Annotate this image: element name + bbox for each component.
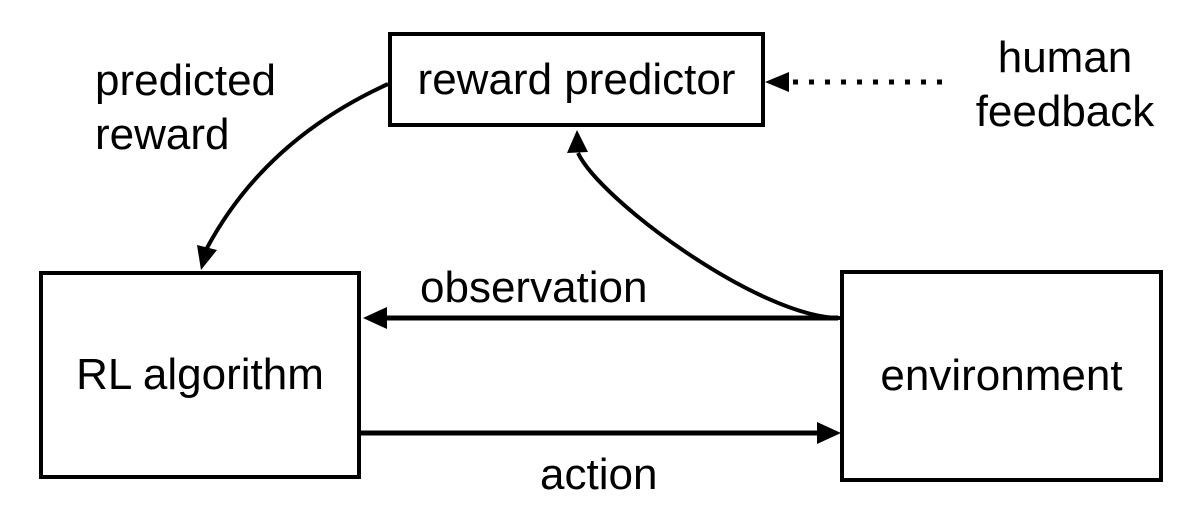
node-environment-label: environment — [880, 351, 1123, 400]
node-environment: environment — [840, 270, 1163, 482]
edge-label-predicted-reward-line2: reward — [95, 110, 230, 159]
node-reward-predictor: reward predictor — [388, 32, 765, 127]
observation-arrowhead-icon — [363, 307, 387, 329]
human-feedback-arrowhead-icon — [765, 72, 789, 92]
node-rl-algorithm-label: RL algorithm — [76, 350, 324, 399]
action-arrowhead-icon — [817, 422, 841, 444]
edge-label-action: action — [540, 450, 658, 499]
node-rl-algorithm: RL algorithm — [39, 271, 361, 479]
predicted-reward-arrow-curve — [205, 82, 389, 249]
edge-label-predicted-reward-line1: predicted — [95, 56, 277, 105]
edge-label-observation: observation — [420, 263, 648, 312]
edge-label-human-feedback-line2: feedback — [975, 87, 1155, 136]
environment-to-predictor-arrow-curve — [576, 152, 841, 320]
edge-label-predicted-reward: predicted reward — [95, 54, 276, 162]
environment-to-predictor-arrowhead-icon — [567, 130, 588, 153]
edge-label-human-feedback-line1: human — [997, 33, 1133, 82]
edge-label-human-feedback: human feedback — [954, 31, 1176, 139]
node-reward-predictor-label: reward predictor — [417, 54, 736, 104]
predicted-reward-arrowhead-icon — [197, 245, 217, 270]
